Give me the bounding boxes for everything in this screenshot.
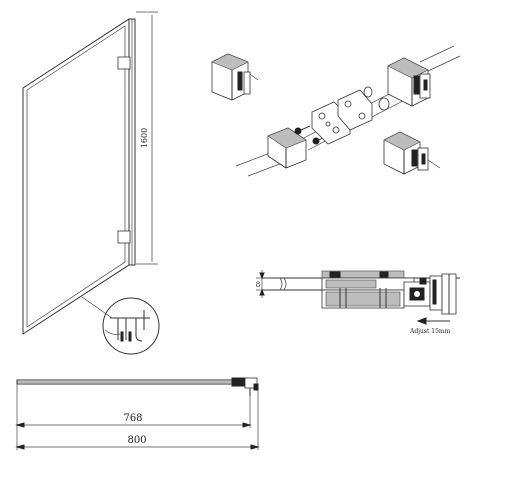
- front-cover-plate-icon: [267, 127, 307, 169]
- adjust-label: Adjust 15mm: [409, 328, 451, 335]
- glass-panel-inner-edge: [26, 25, 126, 328]
- back-plate-icon: [337, 89, 373, 131]
- left-hinge-clamp-icon: [211, 53, 259, 101]
- wall-profile-plan: [231, 377, 259, 396]
- right-hinge-clamp-bottom-icon: [383, 131, 441, 175]
- wall-channel-profile: [403, 273, 457, 315]
- height-dimension-label: 1600: [140, 128, 149, 148]
- plan-view: 768 800: [15, 377, 260, 450]
- hinge-exploded-view: [211, 45, 461, 177]
- thickness-label: 8: [256, 281, 260, 289]
- bottom-hinge-icon: [117, 230, 131, 244]
- glass-panel: [22, 18, 130, 335]
- bottom-seal-detail-circle: [102, 297, 160, 355]
- profile-section-view: 8 Adjust 15mm: [256, 270, 460, 335]
- right-hinge-clamp-top-icon: [387, 57, 431, 107]
- inner-width-label: 768: [123, 413, 142, 424]
- bottom-seal-detail: [104, 310, 150, 342]
- elevation-view: 1600: [22, 11, 160, 355]
- screw-icon: [294, 125, 327, 145]
- spacer-icon: [363, 86, 402, 111]
- top-hinge-icon: [117, 56, 131, 70]
- overall-width-label: 800: [127, 435, 146, 446]
